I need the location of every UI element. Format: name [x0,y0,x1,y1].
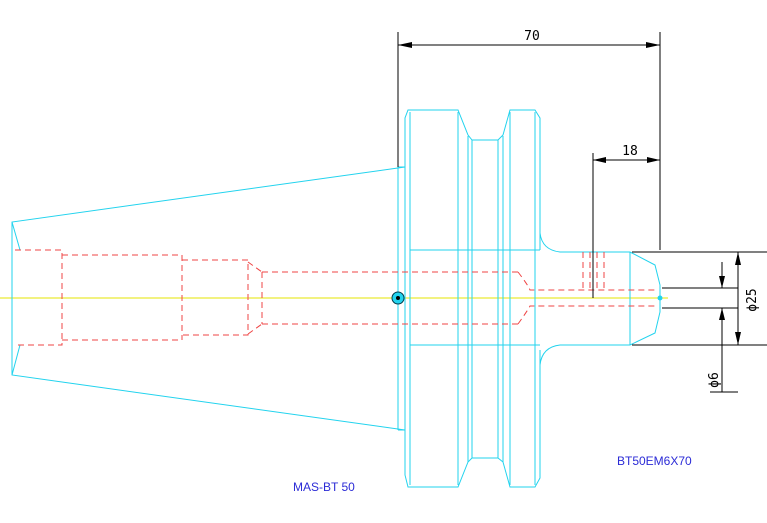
gauge-point-marker [391,291,663,305]
model-code-label: BT50EM6X70 [617,454,692,468]
internal-hidden-features [15,249,655,346]
nose-length-value: 18 [622,144,638,159]
overall-length-dimension: 70 [397,29,661,250]
taper-spec-label: MAS-BT 50 [293,480,355,494]
taper-shank [11,166,406,431]
bore-diameter-dimension: ϕ6 [662,262,738,393]
flange [397,109,541,488]
overall-length-value: 70 [524,29,540,44]
outer-diameter-value: ϕ25 [745,288,760,311]
nose-length-dimension: 18 [592,144,660,298]
bore-diameter-value: ϕ6 [707,372,722,388]
outer-diameter-dimension: ϕ25 [632,251,767,346]
